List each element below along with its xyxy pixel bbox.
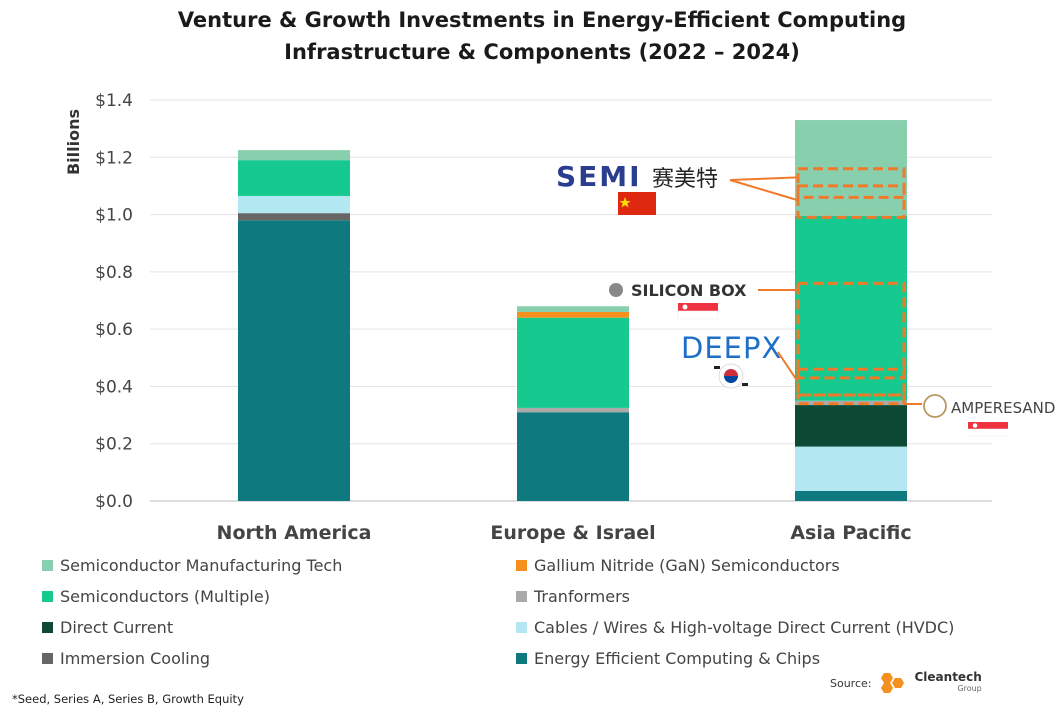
bar-segment: [517, 311, 629, 318]
legend-swatch: [516, 653, 527, 664]
legend-label: Energy Efficient Computing & Chips: [534, 649, 821, 668]
legend-item: Gallium Nitride (GaN) Semiconductors: [516, 556, 840, 575]
bar-segment: [238, 160, 350, 196]
leader-line-deepx: [777, 351, 799, 383]
chart-title-line-2: Infrastructure & Components (2022 – 2024…: [284, 40, 800, 64]
x-category-label: Europe & Israel: [490, 522, 655, 544]
legend-item: Direct Current: [42, 618, 173, 637]
highlight-box-silicon-box: [796, 281, 906, 380]
singapore-flag-icon: [678, 303, 718, 311]
source-brand-sub: Group: [957, 684, 982, 693]
y-tick-label: $1.0: [95, 206, 133, 226]
bar-segment: [517, 412, 629, 501]
bar-segment: [238, 213, 350, 221]
source-credit: Source: Cleantech Group: [830, 671, 982, 695]
legend-label: Gallium Nitride (GaN) Semiconductors: [534, 556, 840, 575]
bar-segment: [795, 216, 907, 401]
bar-segment: [238, 220, 350, 502]
semi-logo-suffix: 赛美特: [652, 167, 718, 192]
south-korea-flag-trigram: [714, 366, 720, 369]
legend-label: Direct Current: [60, 618, 174, 637]
legend-swatch: [42, 622, 53, 633]
legend-swatch: [516, 622, 527, 633]
amperesand-logo-text: AMPERESAND: [951, 399, 1055, 417]
silicon-box-logo-text: SILICON BOX: [631, 281, 747, 300]
chart-title-line-1: Venture & Growth Investments in Energy-E…: [177, 8, 907, 32]
chart-title: Venture & Growth Investments in Energy-E…: [0, 4, 1062, 68]
bar-segment: [517, 407, 629, 413]
leader-line-semi: [729, 179, 799, 202]
singapore-flag-moon: [682, 304, 688, 310]
legend-item: Immersion Cooling: [42, 649, 210, 668]
bar-segment: [795, 490, 907, 501]
x-category-label: Asia Pacific: [790, 522, 911, 544]
legend-item: Energy Efficient Computing & Chips: [516, 649, 820, 668]
china-flag-icon: [618, 192, 656, 215]
x-category-label: North America: [217, 522, 372, 544]
bar-segment: [238, 150, 350, 161]
y-tick-label: $0.2: [95, 435, 133, 455]
legend-item: Semiconductor Manufacturing Tech: [42, 556, 342, 575]
deepx-logo-text: DEEPX: [681, 331, 782, 365]
legend-label: Semiconductors (Multiple): [60, 587, 270, 606]
china-flag-star: [619, 197, 631, 208]
south-korea-flag-red: [724, 369, 738, 376]
legend-swatch: [516, 560, 527, 571]
bar-segment: [795, 446, 907, 491]
y-tick-label: $0.0: [95, 492, 133, 512]
y-tick-label: $0.8: [95, 263, 133, 283]
bar-segment: [795, 405, 907, 447]
legend-label: Semiconductor Manufacturing Tech: [60, 556, 343, 575]
y-tick-label: $0.6: [95, 320, 133, 340]
highlight-box-amperesand: [796, 393, 906, 406]
bar-segment: [517, 306, 629, 312]
legend-item: Tranformers: [516, 587, 630, 606]
legend-item: Cables / Wires & High-voltage Direct Cur…: [516, 618, 954, 637]
source-label: Source:: [830, 676, 872, 690]
cleantech-logo-icon: [880, 673, 904, 693]
singapore-flag-white: [677, 310, 719, 320]
footnote: *Seed, Series A, Series B, Growth Equity: [12, 692, 244, 706]
y-tick-label: $0.4: [95, 377, 133, 397]
silicon-box-logo-icon: [609, 283, 623, 297]
y-axis-label: Billions: [64, 109, 83, 175]
semi-logo-text: SEMI: [556, 160, 642, 193]
y-tick-label: $1.4: [95, 91, 133, 111]
singapore-flag-moon: [972, 423, 978, 428]
legend-label: Immersion Cooling: [60, 649, 211, 668]
south-korea-flag-blue: [724, 376, 738, 383]
legend-label: Tranformers: [534, 587, 631, 606]
singapore-flag-white: [967, 428, 1009, 437]
amperesand-logo-icon: [923, 394, 947, 418]
leader-line-semi: [729, 176, 799, 181]
bar-segment: [238, 195, 350, 214]
legend-swatch: [42, 591, 53, 602]
highlight-box-semi: [796, 167, 906, 199]
legend-swatch: [516, 591, 527, 602]
singapore-flag-icon: [968, 422, 1008, 429]
legend-swatch: [42, 653, 53, 664]
y-tick-label: $1.2: [95, 148, 133, 168]
source-brand: Cleantech: [914, 670, 982, 684]
highlight-box-semi: [796, 184, 906, 219]
legend-label: Cables / Wires & High-voltage Direct Cur…: [534, 618, 955, 637]
bar-segment: [517, 317, 629, 408]
south-korea-flag-trigram: [742, 383, 748, 386]
legend-swatch: [42, 560, 53, 571]
legend-item: Semiconductors (Multiple): [42, 587, 270, 606]
